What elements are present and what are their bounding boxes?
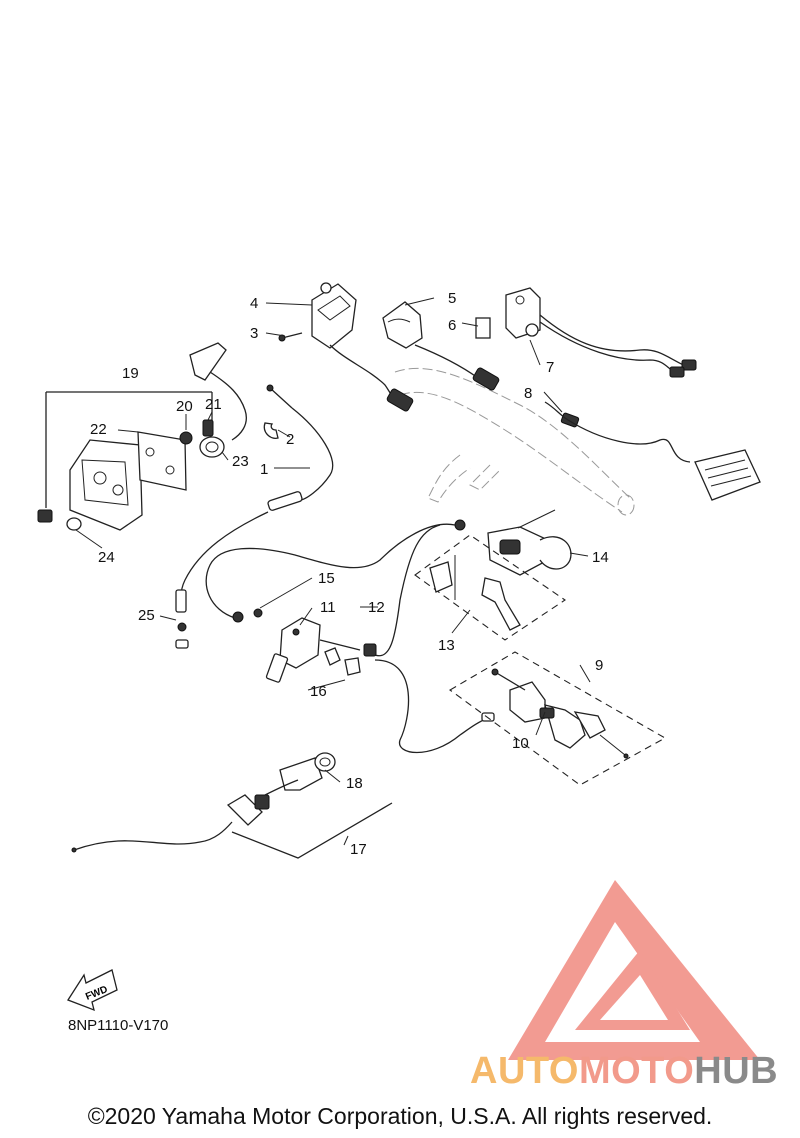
callout-13: 13: [438, 637, 455, 654]
callout-23: 23: [232, 453, 249, 470]
callout-21: 21: [205, 396, 222, 413]
watermark-text: AUTOMOTOHUB: [470, 1050, 778, 1093]
watermark-word-auto: AUTO: [470, 1050, 579, 1092]
callout-25: 25: [138, 607, 155, 624]
part-grommet-parts: [179, 419, 225, 458]
fwd-arrow-icon: FWD: [67, 969, 118, 1012]
callout-20: 20: [176, 398, 193, 415]
part-group-13: [414, 534, 566, 641]
part-choke-cable: [175, 384, 334, 649]
handlebar-ghost: [394, 368, 635, 516]
callout-11: 11: [320, 599, 336, 616]
part-switch-box: [37, 391, 213, 531]
watermark-word-moto: MOTO: [578, 1050, 695, 1092]
part-throttle-cable: [205, 519, 495, 754]
callout-22: 22: [90, 421, 107, 438]
part-group-9: [448, 651, 667, 786]
part-switch-housing: [311, 282, 414, 412]
callout-6: 6: [448, 317, 456, 334]
callout-19: 19: [122, 365, 139, 382]
callout-10: 10: [512, 735, 529, 752]
callout-4: 4: [250, 295, 258, 312]
callout-16: 16: [310, 683, 327, 700]
callout-17: 17: [350, 841, 367, 858]
part-choke-knob: [189, 342, 247, 441]
callout-5: 5: [448, 290, 456, 307]
callout-8: 8: [524, 385, 532, 402]
callout-7: 7: [546, 359, 554, 376]
callout-15: 15: [318, 570, 335, 587]
callout-12: 12: [368, 599, 385, 616]
watermark-word-hub: HUB: [694, 1050, 779, 1092]
callout-14: 14: [592, 549, 609, 566]
copyright-notice: ©2020 Yamaha Motor Corporation, U.S.A. A…: [87, 1103, 713, 1129]
callouts: 1 2 3 4 5 6 7 8 9 10 11 12 13 14 15 16 1…: [90, 290, 609, 858]
part-grip-connector: [382, 301, 500, 391]
part-clip-2: [263, 422, 279, 439]
callout-9: 9: [595, 657, 603, 674]
leader-lines: [75, 297, 591, 846]
callout-2: 2: [286, 431, 294, 448]
callout-18: 18: [346, 775, 363, 792]
callout-24: 24: [98, 549, 115, 566]
part-switch-block: [475, 287, 697, 378]
part-lower-cable: [71, 752, 393, 859]
part-throttle-sensor: [253, 608, 361, 683]
part-heater-wire: [544, 401, 761, 501]
part-throttle-housing: [487, 509, 572, 576]
part-screw-3: [278, 332, 303, 342]
watermark-logo: [508, 880, 760, 1060]
callout-1: 1: [260, 461, 268, 478]
callout-3: 3: [250, 325, 258, 342]
diagram-code: 8NP1110-V170: [68, 1017, 169, 1034]
